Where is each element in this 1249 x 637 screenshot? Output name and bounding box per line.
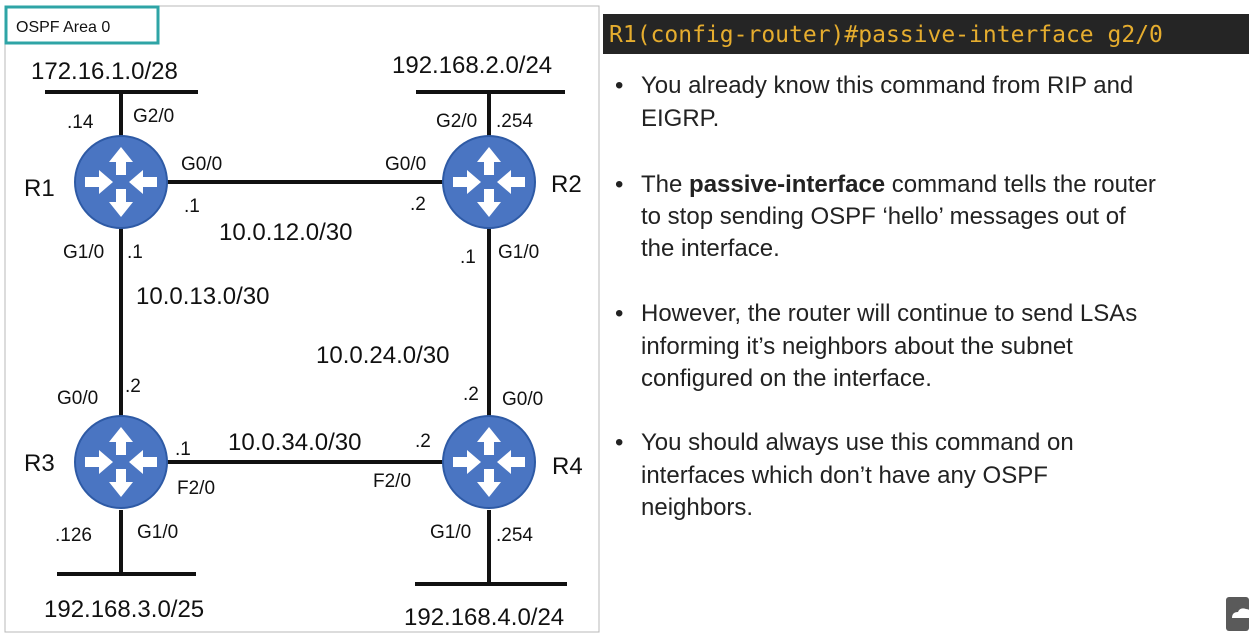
r2-g10-ip: .1 (460, 247, 476, 268)
subnet-r3-lan: 192.168.3.0/25 (44, 596, 204, 623)
cloud-icon[interactable] (1226, 597, 1249, 631)
r2-g00-ip: .2 (410, 194, 426, 215)
bullet-3-line-1: However, the router will continue to sen… (641, 300, 1137, 327)
r1-g20-ip: .14 (67, 112, 94, 133)
bullet-1-line-1: You already know this command from RIP a… (641, 72, 1133, 99)
bullet-3-line-3: configured on the interface. (641, 365, 932, 392)
router-r1-label: R1 (24, 175, 55, 202)
bullet-4: • You should always use this command on … (615, 429, 1074, 521)
subnet-r4-lan: 192.168.4.0/24 (404, 604, 564, 631)
command-bar (603, 14, 1249, 54)
r3-g00-ip: .2 (125, 376, 141, 397)
r3-f20-ip: .1 (175, 439, 191, 460)
bullet-2-line-3: the interface. (641, 235, 780, 262)
r3-g10-label: G1/0 (137, 522, 178, 543)
router-r2-label: R2 (551, 171, 582, 198)
r3-f20-label: F2/0 (177, 478, 215, 499)
r4-f20-label: F2/0 (373, 471, 411, 492)
bullet-2-line-1: The passive-interface command tells the … (641, 171, 1156, 198)
bullet-2-keyword: passive-interface (689, 171, 885, 198)
r3-g00-label: G0/0 (57, 388, 98, 409)
router-r3-icon[interactable] (74, 415, 168, 509)
bullet-2-pre: The (641, 171, 689, 198)
bullet-4-marker: • (615, 429, 623, 456)
area-label-box: OSPF Area 0 (4, 5, 160, 45)
router-r4-label: R4 (552, 453, 583, 480)
r4-f20-ip: .2 (415, 431, 431, 452)
area-label: OSPF Area 0 (16, 19, 110, 36)
bullet-2-line-2: to stop sending OSPF ‘hello’ messages ou… (641, 203, 1126, 230)
r1-g00-ip: .1 (184, 196, 200, 217)
command-text: R1(config-router)#passive-interface g2/0 (609, 22, 1163, 48)
bullet-3: • However, the router will continue to s… (615, 300, 1137, 392)
r1-g10-label: G1/0 (63, 242, 104, 263)
subnet-r1-lan: 172.16.1.0/28 (31, 58, 178, 85)
bullet-1-line-2: EIGRP. (641, 105, 719, 132)
bullet-1: • You already know this command from RIP… (615, 72, 1133, 132)
router-r1-icon[interactable] (74, 135, 168, 229)
r2-g00-label: G0/0 (385, 154, 426, 175)
r1-g10-ip: .1 (127, 242, 143, 263)
subnet-r2-lan: 192.168.2.0/24 (392, 52, 552, 79)
diagram-frame (4, 5, 600, 633)
subnet-r1-r3: 10.0.13.0/30 (136, 283, 269, 310)
subnet-r3-r4: 10.0.34.0/30 (228, 429, 361, 456)
r4-g00-label: G0/0 (502, 389, 543, 410)
router-r4-icon[interactable] (442, 415, 536, 509)
bullet-2-post: command tells the router (885, 171, 1156, 198)
bullet-2: • The passive-interface command tells th… (615, 171, 1156, 262)
r2-g20-label: G2/0 (436, 111, 477, 132)
r4-g10-ip: .254 (496, 525, 533, 546)
r3-g10-ip: .126 (55, 525, 92, 546)
bullet-1-marker: • (615, 72, 623, 99)
r4-g10-label: G1/0 (430, 522, 471, 543)
r2-g20-ip: .254 (496, 111, 533, 132)
bullet-4-line-1: You should always use this command on (641, 429, 1074, 456)
r2-g10-label: G1/0 (498, 242, 539, 263)
subnet-r1-r2: 10.0.12.0/30 (219, 219, 352, 246)
bullet-4-line-2: interfaces which don’t have any OSPF (641, 462, 1048, 489)
bullet-2-marker: • (615, 171, 623, 198)
r1-g20-label: G2/0 (133, 106, 174, 127)
subnet-r2-r4: 10.0.24.0/30 (316, 342, 449, 369)
bullet-3-line-2: informing it’s neighbors about the subne… (641, 333, 1073, 360)
bullet-4-line-3: neighbors. (641, 494, 753, 521)
r1-g00-label: G0/0 (181, 154, 222, 175)
router-r3-label: R3 (24, 450, 55, 477)
bullet-3-marker: • (615, 300, 623, 327)
r4-g00-ip: .2 (463, 384, 479, 405)
router-r2-icon[interactable] (442, 135, 536, 229)
